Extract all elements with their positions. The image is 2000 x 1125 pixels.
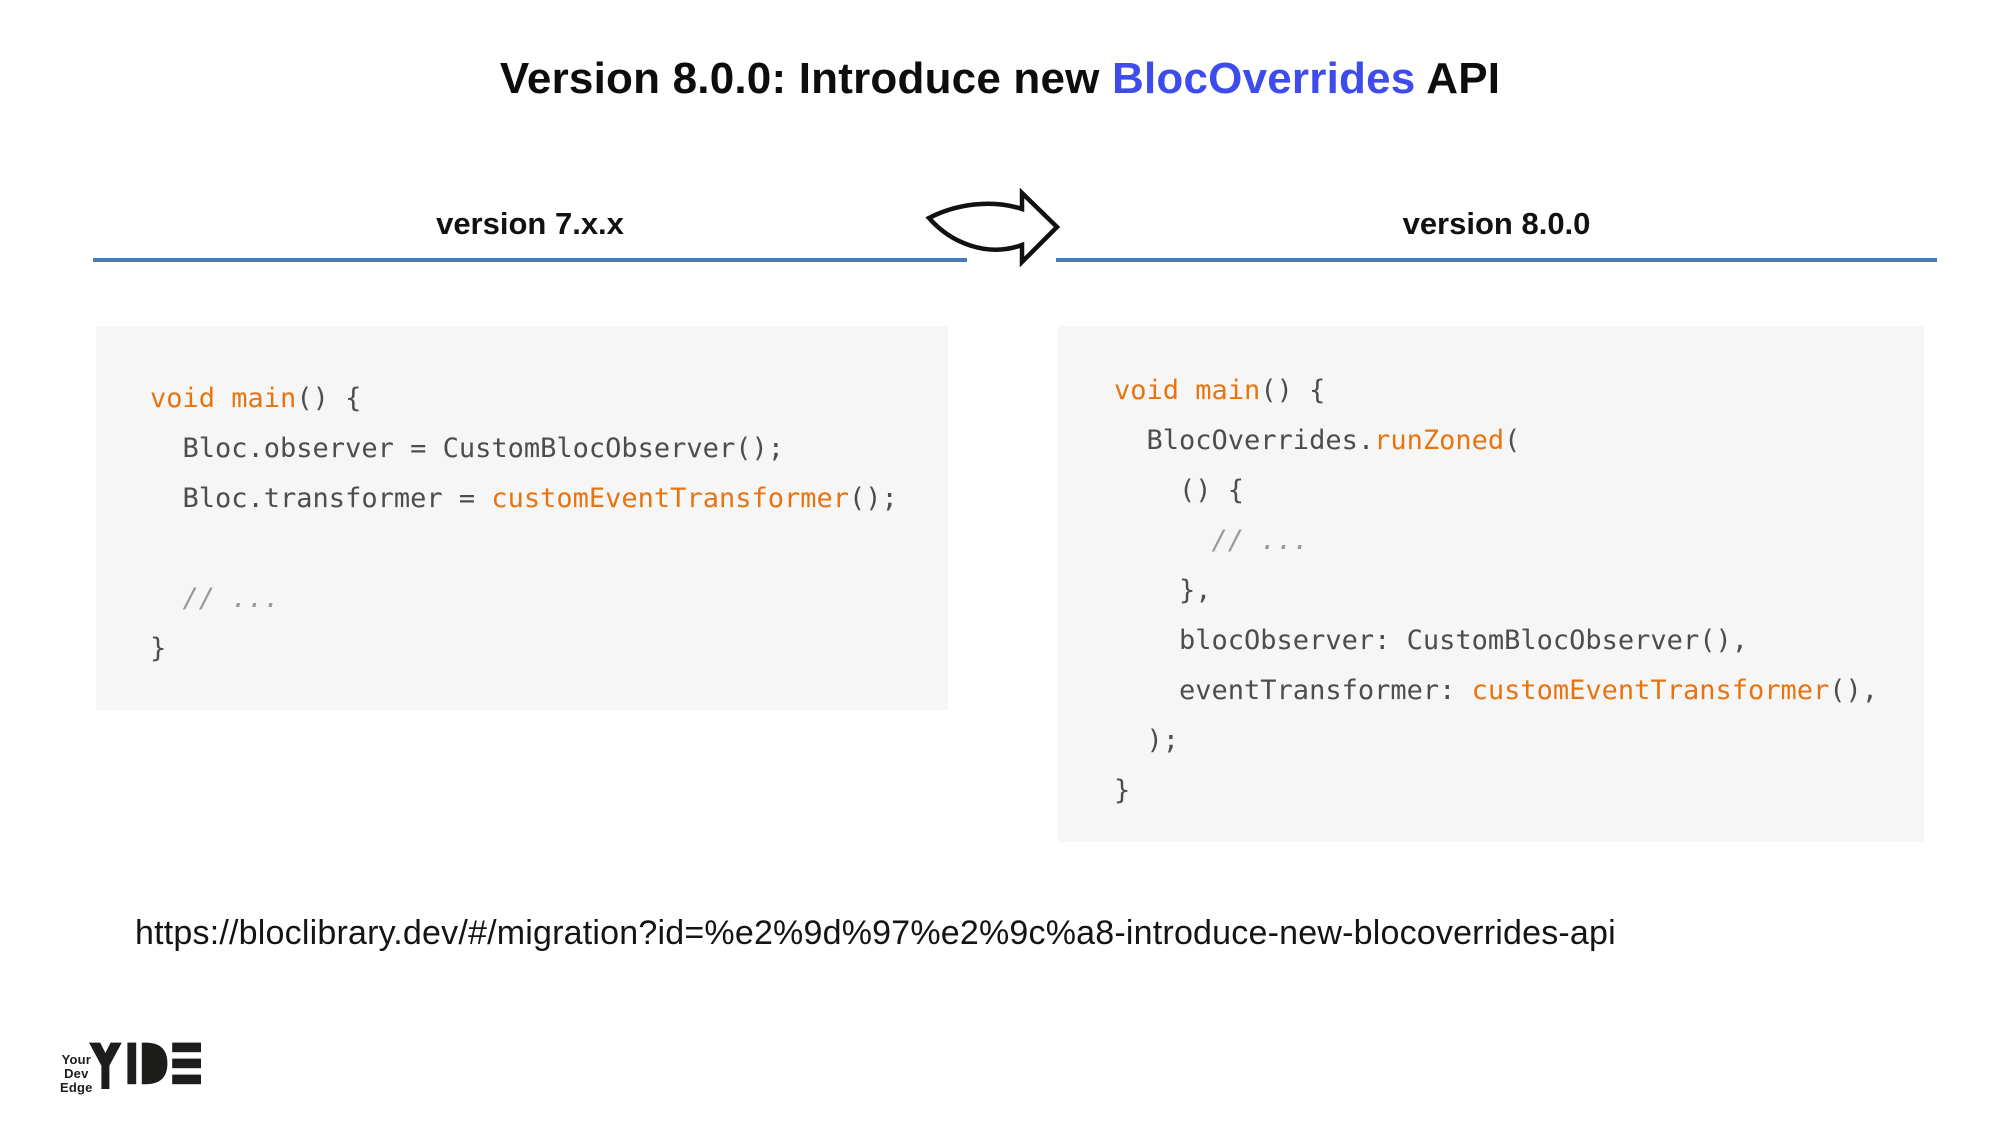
logo-tagline: Your Dev Edge <box>60 1053 93 1095</box>
code-panel-v7: void main() { Bloc.observer = CustomBloc… <box>96 326 948 710</box>
code-panel-v8: void main() { BlocOverrides.runZoned( ()… <box>1058 326 1924 842</box>
title-suffix: API <box>1415 54 1501 103</box>
page-title: Version 8.0.0: Introduce new BlocOverrid… <box>0 54 2000 104</box>
divider-line-left <box>93 258 967 262</box>
right-curved-arrow-icon <box>925 187 1061 268</box>
title-highlight: BlocOverrides <box>1112 54 1416 103</box>
yde-monogram-icon <box>88 1042 201 1089</box>
code-block-v8: void main() { BlocOverrides.runZoned( ()… <box>1114 375 1879 806</box>
logo-tagline-line: Dev <box>64 1066 89 1081</box>
column-header-old-version: version 7.x.x <box>436 206 624 241</box>
code-block-v7: void main() { Bloc.observer = CustomBloc… <box>150 383 898 664</box>
title-prefix: Version 8.0.0: Introduce new <box>499 54 1113 103</box>
divider-line-right <box>1056 258 1937 262</box>
your-dev-edge-logo: Your Dev Edge <box>60 1040 201 1095</box>
source-url-text: https://bloclibrary.dev/#/migration?id=%… <box>135 914 1616 952</box>
logo-tagline-line: Edge <box>60 1080 93 1095</box>
logo-tagline-line: Your <box>61 1052 92 1067</box>
column-header-new-version: version 8.0.0 <box>1402 206 1591 241</box>
